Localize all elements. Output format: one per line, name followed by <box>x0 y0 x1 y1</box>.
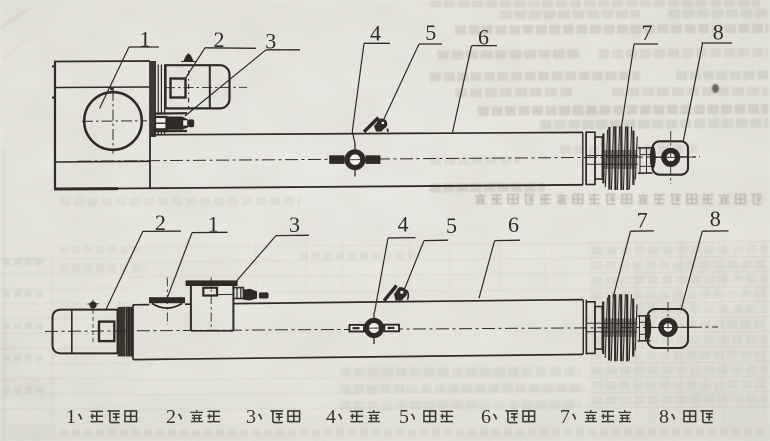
svg-text:2: 2 <box>155 210 166 235</box>
svg-text:1: 1 <box>140 26 151 51</box>
svg-text:3: 3 <box>246 406 256 428</box>
svg-text:5: 5 <box>399 406 409 428</box>
svg-text:3: 3 <box>289 212 300 237</box>
svg-text:8: 8 <box>659 406 669 428</box>
svg-text:6: 6 <box>508 212 519 237</box>
svg-text:7: 7 <box>560 406 570 428</box>
svg-text:5: 5 <box>446 213 457 238</box>
svg-text:3: 3 <box>265 29 276 54</box>
svg-text:6: 6 <box>481 406 491 428</box>
svg-text:1: 1 <box>208 211 219 236</box>
svg-text:2: 2 <box>214 27 225 52</box>
svg-text:7: 7 <box>637 207 648 232</box>
svg-text:2: 2 <box>166 406 176 428</box>
svg-text:8: 8 <box>713 20 724 45</box>
svg-text:7: 7 <box>642 20 653 45</box>
svg-text:1: 1 <box>66 406 76 428</box>
svg-text:4: 4 <box>326 406 336 428</box>
svg-text:6: 6 <box>478 25 489 50</box>
svg-text:8: 8 <box>710 206 721 231</box>
svg-text:4: 4 <box>370 21 381 46</box>
svg-text:4: 4 <box>398 212 409 237</box>
svg-text:5: 5 <box>425 20 436 45</box>
